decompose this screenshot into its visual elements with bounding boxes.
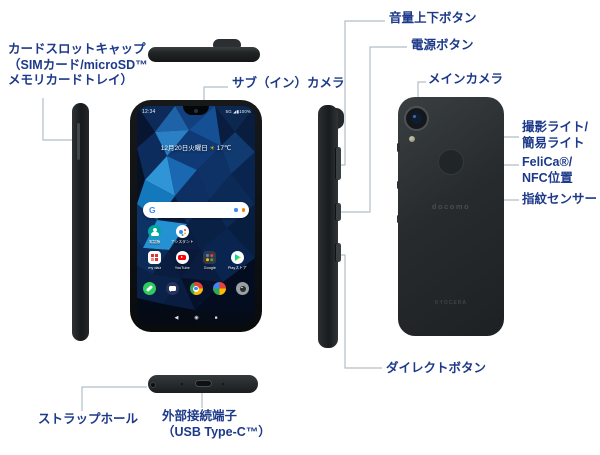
app-play-store: Playストア <box>224 251 252 271</box>
nav-back-icon: ◀ <box>174 314 179 321</box>
lens-glint <box>413 115 416 118</box>
nav-bar: ◀ ◉ ■ <box>137 311 255 325</box>
label-fingerprint-sensor: 指紋センサー <box>522 192 598 206</box>
usb-c-port <box>195 380 212 387</box>
label-photo-light: 撮影ライト/ 簡易ライト <box>522 120 588 150</box>
status-icons: 5G ◢▮100% <box>225 109 251 114</box>
card-slot-cap <box>77 123 80 160</box>
main-camera-lens <box>411 113 422 124</box>
label-volume-button: 音量上下ボタン <box>389 11 477 25</box>
google-g-icon: G <box>149 205 156 215</box>
label-direct-button: ダイレクトボタン <box>386 361 487 375</box>
back-view: docomo KYOCERA <box>396 97 504 336</box>
nav-recents-icon: ■ <box>214 314 218 320</box>
direct-button <box>335 243 341 262</box>
main-camera <box>404 106 429 131</box>
label-sub-camera: サブ（イン）カメラ <box>232 76 345 90</box>
back-edge-button-2 <box>396 181 400 189</box>
app-youtube: YouTube <box>169 251 197 271</box>
google-search-bar: G <box>143 202 249 218</box>
bottom-edge-view <box>148 375 258 393</box>
my-daiz-app-icon <box>148 251 162 264</box>
power-button <box>335 203 341 221</box>
mic-hole <box>181 383 183 385</box>
label-strap-hole: ストラップホール <box>38 412 139 426</box>
app-google-folder: Google <box>196 251 224 271</box>
back-edge-button-1 <box>396 143 400 152</box>
strap-hole <box>151 382 155 387</box>
brand-logo: docomo <box>431 202 471 211</box>
app-row-1: 電話帳 アシスタント <box>141 225 251 245</box>
label-usb-port: 外部接続端子 （USB Type-C™） <box>162 409 271 439</box>
sub-camera-dot <box>194 108 198 113</box>
chrome-app-icon <box>189 282 203 295</box>
label-card-slot-cap: カードスロットキャップ （SIMカード/microSD™ メモリカードトレイ） <box>8 42 148 87</box>
date-widget: 12月20日火曜日 ☀ 17℃ <box>160 145 232 152</box>
sun-icon: ☀ <box>209 146 215 152</box>
label-main-camera: メインカメラ <box>428 72 504 86</box>
messages-app-icon <box>166 282 180 295</box>
play-store-app-icon <box>230 251 244 264</box>
mic-icon <box>234 208 238 212</box>
photos-app-icon <box>212 282 226 295</box>
dock <box>143 282 249 295</box>
app-contacts: 電話帳 <box>141 225 169 245</box>
volume-button <box>335 147 341 180</box>
assistant-app-icon <box>175 225 189 238</box>
back-edge-button-3 <box>396 215 400 223</box>
app-row-2: my daiz YouTube Google Playストア <box>141 251 251 271</box>
nav-home-icon: ◉ <box>194 314 199 321</box>
label-power-button: 電源ボタン <box>411 38 474 52</box>
app-assistant: アシスタント <box>169 225 197 245</box>
youtube-app-icon <box>175 251 189 264</box>
left-side-view <box>72 103 89 341</box>
speaker-hole <box>222 383 224 385</box>
top-edge-view <box>148 47 260 62</box>
contacts-app-icon <box>148 225 162 238</box>
maker-logo: KYOCERA <box>434 300 467 306</box>
lens-icon <box>241 208 245 212</box>
camera-app-icon <box>236 282 249 295</box>
screen-notch <box>183 106 209 115</box>
phone-app-icon <box>143 282 156 295</box>
front-view: 12:34 5G ◢▮100% 12月20日火曜日 ☀ 17℃ G 電話帳 <box>130 100 262 332</box>
status-time: 12:34 <box>142 108 156 115</box>
photo-light <box>409 135 415 142</box>
app-my-daiz: my daiz <box>141 251 169 271</box>
fingerprint-sensor <box>438 149 464 175</box>
phone-screen: 12:34 5G ◢▮100% 12月20日火曜日 ☀ 17℃ G 電話帳 <box>137 106 255 325</box>
google-folder-icon <box>203 251 217 264</box>
right-side-view <box>318 105 338 348</box>
label-felica-nfc: FeliCa®/ NFC位置 <box>522 155 573 185</box>
